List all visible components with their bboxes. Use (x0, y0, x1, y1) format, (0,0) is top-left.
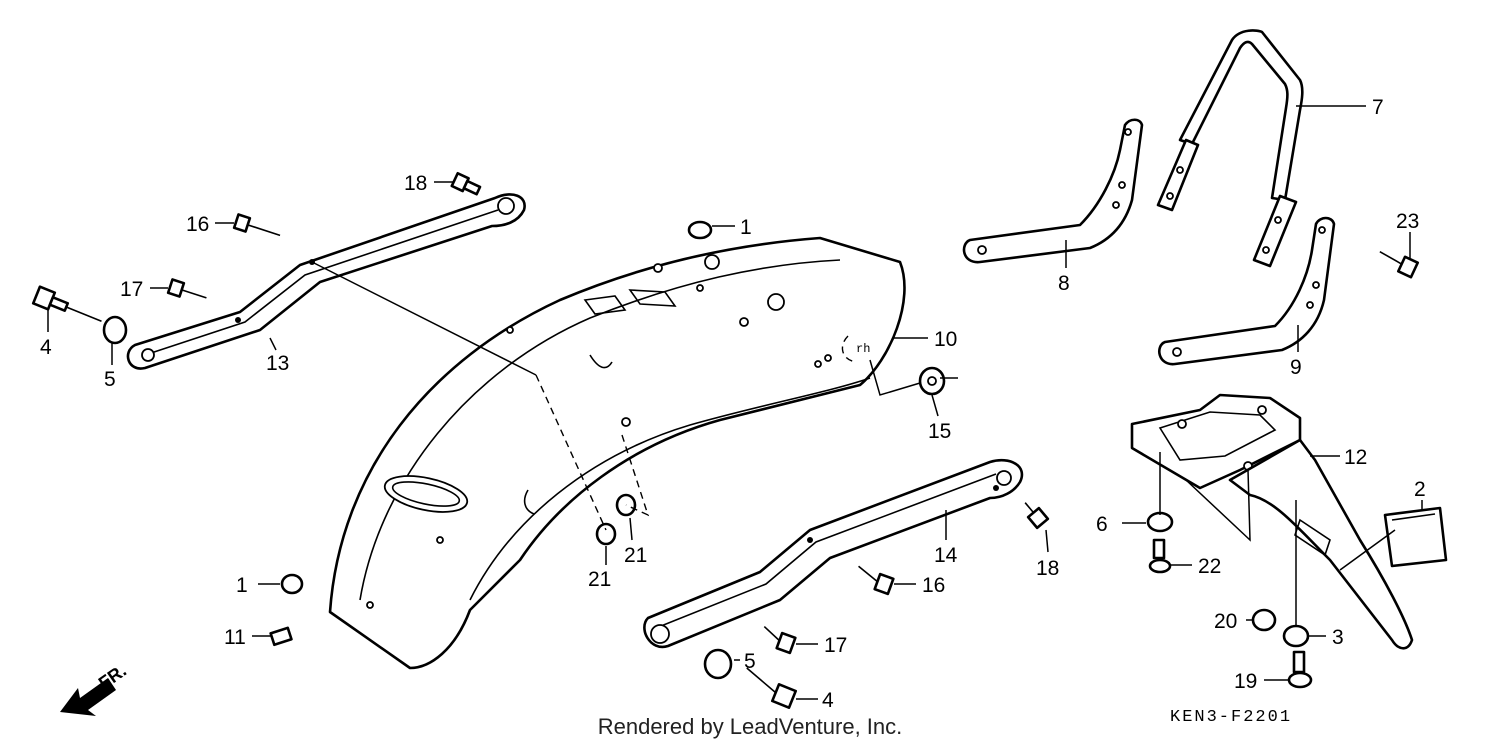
reflector (1383, 506, 1448, 568)
callout-23: 23 (1396, 210, 1419, 233)
callout-3: 3 (1332, 626, 1344, 649)
callout-7: 7 (1372, 96, 1384, 119)
callout-15: 15 (928, 420, 951, 443)
callout-16-top: 16 (186, 213, 209, 236)
footer-credit: Rendered by LeadVenture, Inc. (597, 714, 903, 739)
callout-4-left: 4 (40, 336, 52, 359)
callout-13: 13 (266, 352, 289, 375)
callout-1-lower: 1 (236, 574, 248, 597)
leader-lines (47, 105, 1423, 700)
callout-17-lower: 17 (824, 634, 847, 657)
fasteners (31, 171, 1420, 710)
front-direction-arrow: FR. (60, 660, 130, 716)
callout-6: 6 (1096, 513, 1108, 536)
svg-text:rh: rh (856, 342, 870, 356)
callout-14: 14 (934, 544, 958, 567)
assembly-lines (311, 261, 1396, 625)
callout-5-lower: 5 (744, 650, 756, 673)
callout-labels: 1 1 2 3 4 4 5 5 6 7 8 9 10 11 12 13 14 1… (40, 96, 1426, 712)
callout-10: 10 (934, 328, 957, 351)
grab-rail-left (126, 193, 526, 370)
callout-21-left: 21 (588, 568, 611, 591)
callout-5-left: 5 (104, 368, 116, 391)
callout-2: 2 (1414, 478, 1426, 501)
rear-handle (1156, 29, 1304, 268)
callout-12: 12 (1344, 446, 1367, 469)
callout-18-top: 18 (404, 172, 427, 195)
callout-18-lower: 18 (1036, 557, 1059, 580)
callout-19: 19 (1234, 670, 1257, 693)
bracket-right (1158, 216, 1336, 366)
callout-20: 20 (1214, 610, 1237, 633)
callout-17-top: 17 (120, 278, 143, 301)
callout-4-lower: 4 (822, 689, 834, 712)
bracket-left (962, 118, 1144, 264)
license-bracket (1130, 393, 1414, 650)
callout-21-right: 21 (624, 544, 647, 567)
callout-1-top: 1 (740, 216, 752, 239)
callout-16-lower: 16 (922, 574, 945, 597)
callout-11: 11 (224, 626, 246, 649)
diagram-code: KEN3-F2201 (1170, 708, 1293, 727)
grab-rail-right (643, 459, 1024, 649)
rear-fender: rh (328, 236, 906, 670)
callout-8: 8 (1058, 272, 1070, 295)
callout-9: 9 (1290, 356, 1302, 379)
callout-22: 22 (1198, 555, 1221, 578)
